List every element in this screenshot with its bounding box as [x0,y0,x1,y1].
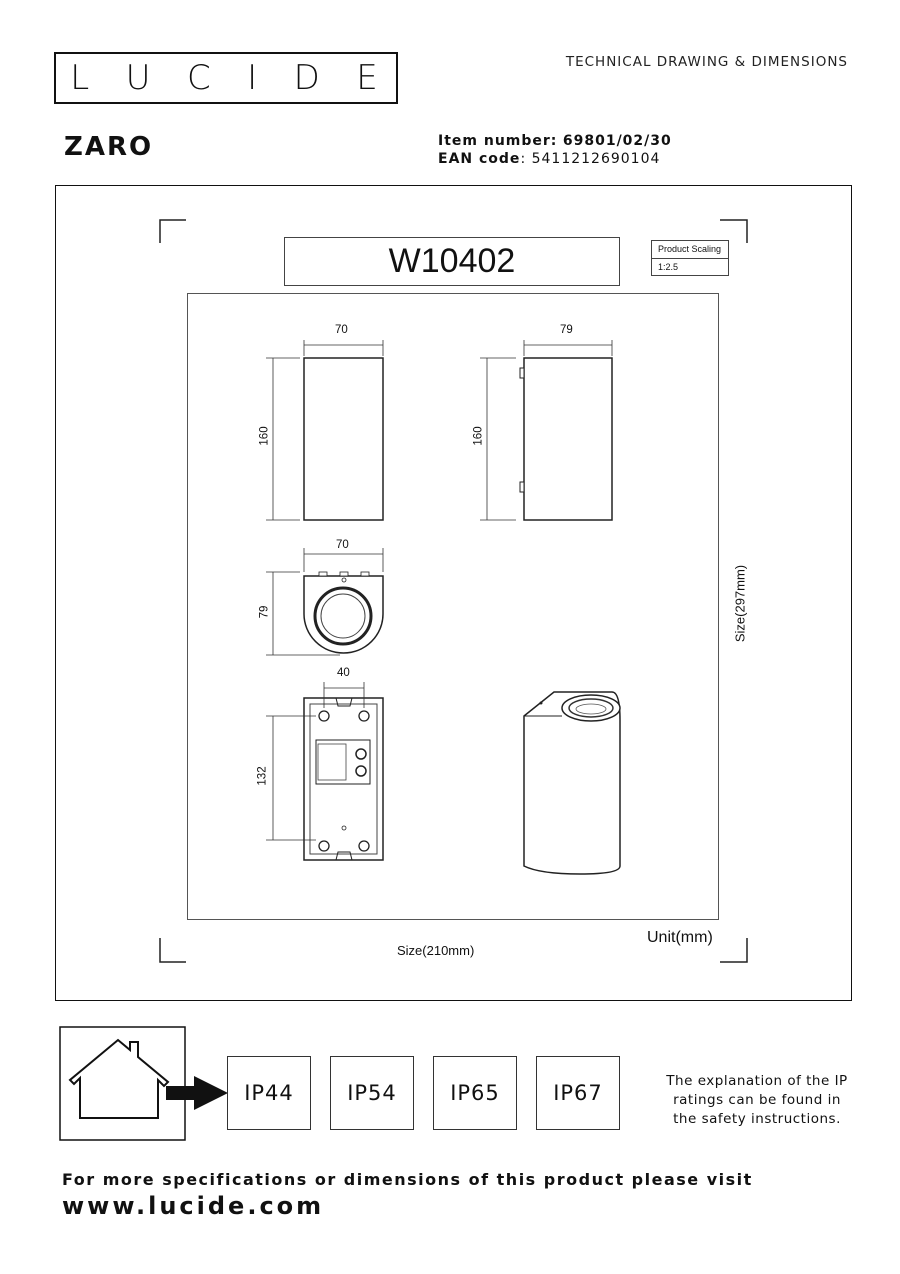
product-name: ZARO [64,132,154,162]
ean-label: EAN code [438,151,521,167]
logo-letter: D [293,58,324,98]
ip-rating-badge: IP44 [227,1056,311,1130]
logo-letter: L [70,58,94,98]
item-number-row: Item number: 69801/02/30 [438,132,672,150]
dim-front-height: 160 [258,426,271,446]
brand-logo-frame [54,52,398,104]
ean-code: : 5411212690104 [520,151,661,167]
item-info: Item number: 69801/02/30 EAN code: 54112… [438,132,672,168]
ean-row: EAN code: 5411212690104 [438,150,672,168]
dim-top-width: 70 [336,539,349,551]
dim-side-width: 79 [560,324,573,336]
item-number: 69801/02/30 [562,133,672,149]
drawing-code: W10402 [284,237,620,286]
dim-side-height: 160 [472,426,485,446]
dim-front-width: 70 [335,324,348,336]
drawing-frame [55,185,852,1001]
document-type: TECHNICAL DRAWING & DIMENSIONS [565,54,848,70]
dim-top-depth: 79 [258,605,271,619]
logo-letter: C [186,58,215,98]
arrow-right-icon [166,1076,228,1110]
house-icon [59,1026,186,1141]
logo-letter: E [356,58,382,98]
corner-marks [159,219,748,963]
ip-note: The explanation of the IP ratings can be… [666,1073,848,1127]
back-view [266,682,384,861]
ip-rating-badge: IP65 [433,1056,517,1130]
top-view [266,548,384,656]
dim-back-height: 132 [256,766,269,786]
brand-logo: L U C I D E [54,52,398,104]
logo-letter: I [247,58,262,98]
product-scaling-box: Product Scaling 1:2.5 [651,240,729,276]
front-view [266,340,384,521]
item-number-label: Item number: [438,133,558,149]
size-vertical: Size(297mm) [732,564,748,643]
size-horizontal: Size(210mm) [397,943,475,958]
perspective-view [523,691,621,875]
dim-back-width: 40 [337,667,350,679]
website-link[interactable]: www.lucide.com [62,1192,325,1220]
footer-text: For more specifications or dimensions of… [62,1170,753,1189]
scaling-value: 1:2.5 [658,262,679,272]
drawing-sheet [187,293,719,920]
side-view [480,340,613,521]
scaling-label: Product Scaling [652,241,728,259]
logo-letter: U [125,58,155,98]
ip-rating-badge: IP54 [330,1056,414,1130]
unit-label: Unit(mm) [647,929,713,946]
ip-rating-badge: IP67 [536,1056,620,1130]
